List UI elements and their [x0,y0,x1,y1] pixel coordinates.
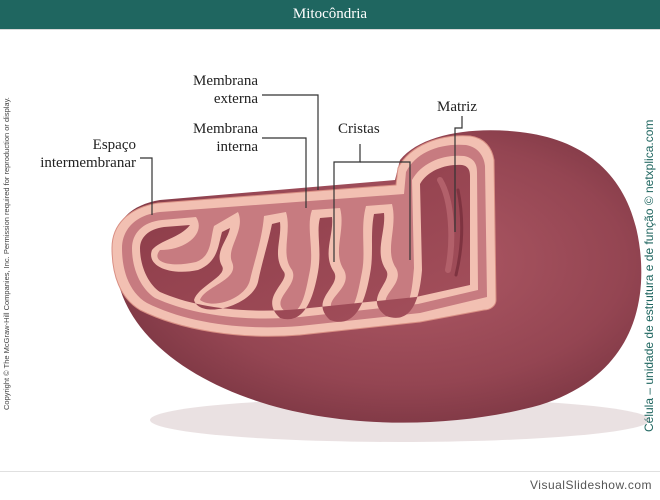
label-espaco-intermembranar: Espaço intermembranar [22,136,136,172]
label-line: Membrana [178,120,258,138]
label-line: externa [178,90,258,108]
label-line: Espaço [22,136,136,154]
label-line: interna [178,138,258,156]
label-line: Membrana [178,72,258,90]
leader-membrana-externa [262,95,318,190]
label-line: intermembranar [22,154,136,172]
slide-title-bar: Mitocôndria [0,0,660,29]
label-membrana-interna: Membrana interna [178,120,258,156]
side-credit: Célula – unidade de estrutura e de funçã… [642,102,656,432]
slide-title: Mitocôndria [293,6,367,22]
watermark-text: VisualSlideshow.com [530,478,652,492]
footer-divider [0,471,660,472]
label-line: Cristas [338,121,380,137]
label-matriz: Matriz [437,98,477,116]
label-cristas: Cristas [338,120,380,138]
copyright-notice: Copyright © The McGraw-Hill Companies, I… [2,90,11,410]
mitochondrion-diagram [0,30,660,470]
label-line: Matriz [437,99,477,115]
label-membrana-externa: Membrana externa [178,72,258,108]
